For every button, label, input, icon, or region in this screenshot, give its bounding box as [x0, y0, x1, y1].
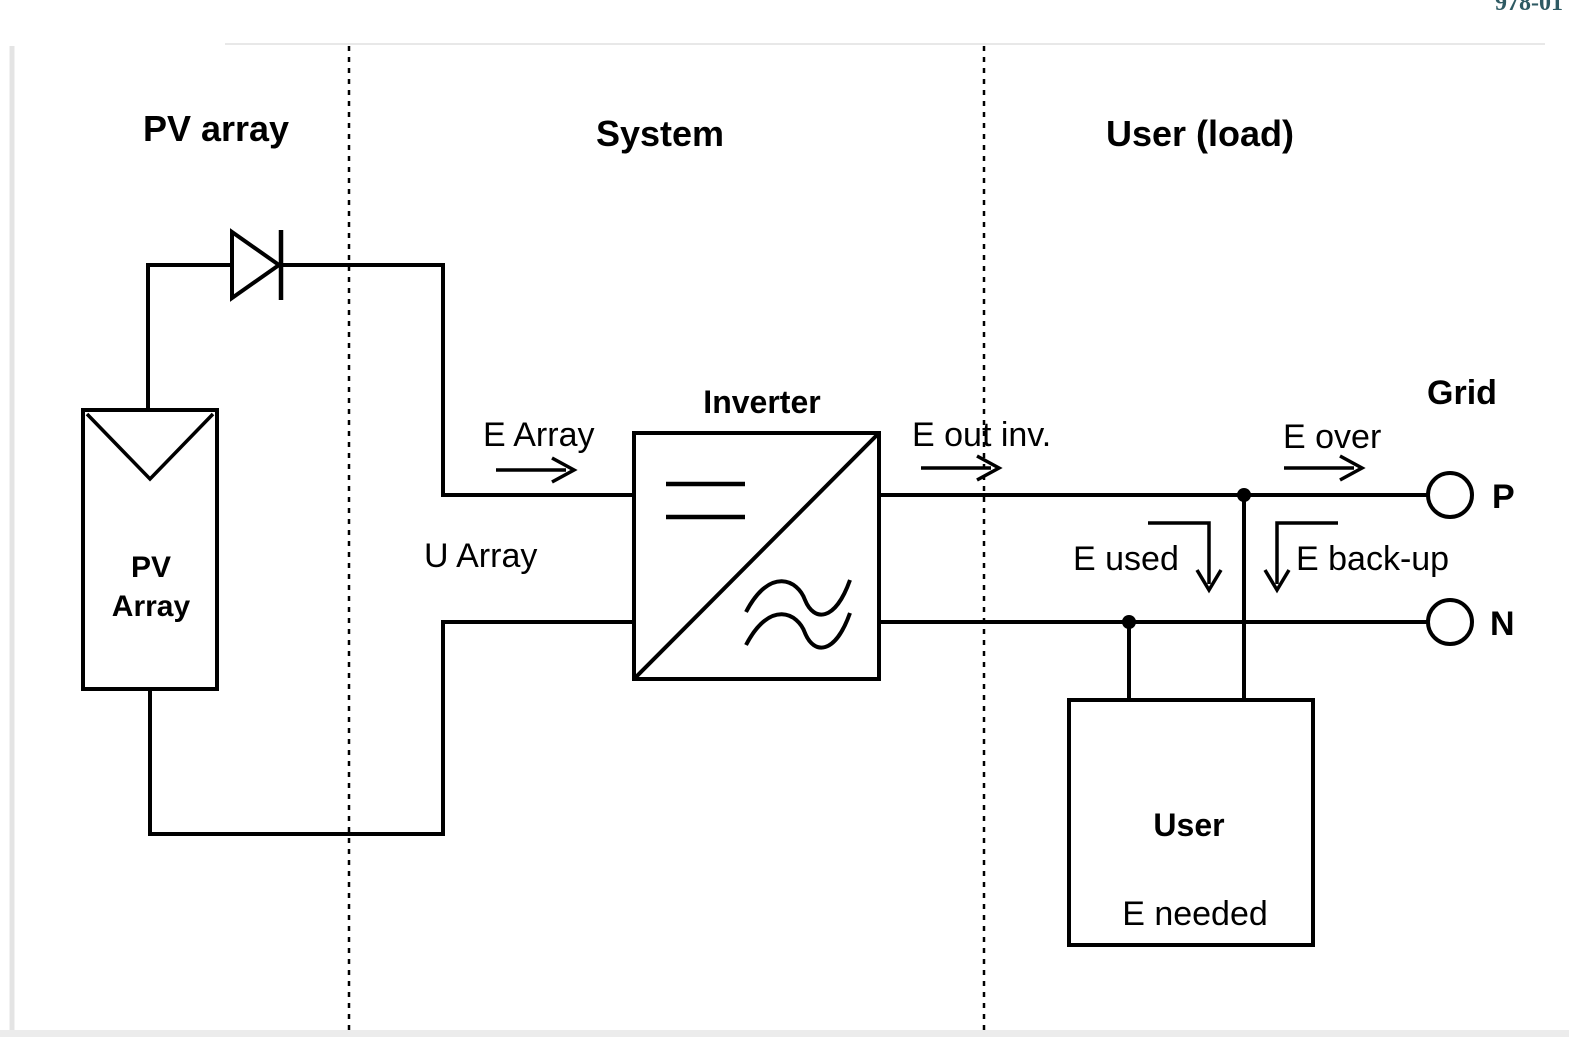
ac-wave-upper: [744, 579, 852, 617]
pv-array-label-line2: Array: [112, 590, 191, 623]
user-load-block: User E needed: [1067, 698, 1315, 947]
section-heading-user-load: User (load): [1106, 113, 1294, 154]
grid-terminal-p: [1426, 471, 1474, 519]
arrow-e-used: [1148, 521, 1223, 594]
label-e-backup: E back-up: [1296, 540, 1449, 578]
arrow-e-over: [1284, 454, 1366, 482]
solar-cell-symbol: [85, 412, 215, 482]
grid-terminal-n: [1426, 598, 1474, 646]
arrow-e-backup: [1263, 521, 1338, 594]
label-u-array: U Array: [424, 537, 537, 575]
label-e-out-inv: E out inv.: [912, 416, 1051, 454]
grid-label: Grid: [1427, 374, 1497, 412]
user-box-title: User: [1153, 807, 1224, 843]
inverter-label: Inverter: [703, 384, 820, 420]
inverter-diagonal: [632, 431, 881, 681]
inverter-block: Inverter: [632, 384, 881, 681]
wire-diode-to-inverter-pos: [281, 263, 633, 497]
user-box-subtitle: E needed: [1122, 895, 1268, 933]
panel-bottom-edge: [0, 1030, 1569, 1037]
grid-terminal-n-label: N: [1490, 605, 1515, 643]
wire-pv-to-diode: [146, 263, 232, 410]
arrow-e-out-inv: [921, 454, 1003, 482]
arrow-e-array: [496, 456, 578, 484]
grid-terminal-p-label: P: [1492, 478, 1515, 516]
label-e-array: E Array: [483, 416, 594, 454]
junction-dot-n: [1122, 615, 1136, 629]
user-box: [1067, 698, 1315, 947]
ac-wave-lower: [744, 612, 852, 650]
diode-symbol: [230, 228, 284, 302]
pv-array-module: PV Array: [81, 408, 219, 691]
section-heading-pv-array: PV array: [143, 108, 289, 149]
junction-dot-p: [1237, 488, 1251, 502]
pv-array-box: [81, 408, 219, 691]
wire-pv-to-inverter-neg: [148, 620, 633, 836]
section-heading-system: System: [596, 113, 724, 154]
label-e-used: E used: [1073, 540, 1179, 578]
pv-array-label-line1: PV: [131, 551, 171, 584]
label-e-over: E over: [1283, 418, 1381, 456]
inverter-box: [632, 431, 881, 681]
page-corner-text: 978-01: [1495, 0, 1563, 16]
